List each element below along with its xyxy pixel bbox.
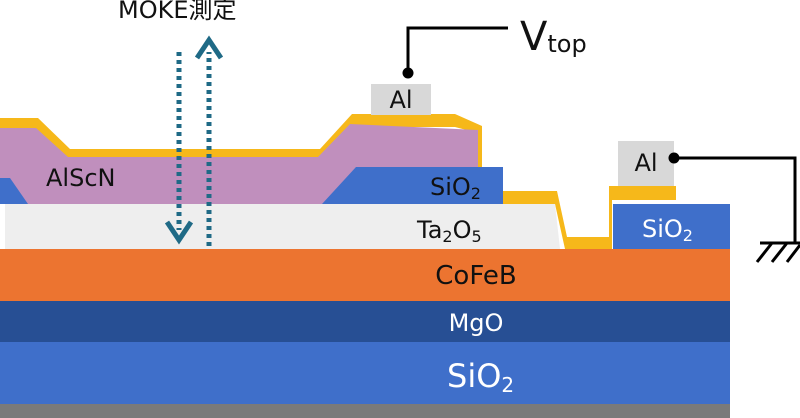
ground-contact-dot — [668, 152, 680, 164]
sio2-right-subscript: 2 — [683, 226, 693, 245]
sio2-upper-subscript: 2 — [471, 184, 481, 203]
sio2-bottom-label: SiO2 — [447, 357, 514, 397]
ta2o5-sub-2: 2 — [442, 227, 452, 246]
moke-arrow-up — [194, 35, 224, 246]
sio2-right-label: SiO2 — [642, 215, 693, 245]
vtop-subscript: top — [547, 30, 586, 58]
sio2-right-block — [613, 204, 730, 249]
vtop-wire — [406, 26, 508, 73]
cofeb-layer — [0, 249, 730, 301]
mgo-layer — [0, 301, 730, 342]
sio2-bottom-layer — [0, 342, 730, 404]
sio2-right-main: SiO — [642, 215, 683, 243]
sio2-upper-label: SiO2 — [430, 173, 481, 203]
ta2o5-o: O — [453, 216, 472, 244]
moke-arrow-down — [164, 52, 194, 245]
ta2o5-layer — [5, 204, 560, 249]
al-right-label: Al — [634, 149, 657, 177]
ground-hatch — [755, 242, 800, 263]
vtop-label: Vtop — [520, 14, 587, 60]
sio2-left-sliver — [0, 178, 28, 204]
vtop-contact-dot — [402, 67, 414, 79]
sio2-bottom-subscript: 2 — [501, 373, 514, 397]
cofeb-label: CoFeB — [435, 261, 516, 291]
moke-label: MOKE測定 — [118, 0, 237, 24]
sio2-upper-main: SiO — [430, 173, 471, 201]
vtop-main: V — [520, 14, 548, 60]
ta2o5-ta: Ta — [416, 216, 442, 244]
al-pad-top — [371, 84, 431, 115]
ta2o5-sub-5: 5 — [471, 227, 481, 246]
mgo-label: MgO — [449, 309, 504, 337]
al-pad-right — [618, 141, 674, 186]
ta2o5-label: Ta2O5 — [416, 216, 482, 246]
sio2-upper-layer — [322, 167, 503, 204]
sio2-bottom-main: SiO — [447, 357, 501, 395]
alscn-label: AlScN — [46, 164, 115, 192]
substrate-edge — [0, 404, 730, 418]
ground-wire — [674, 156, 797, 243]
al-top-label: Al — [389, 86, 412, 114]
